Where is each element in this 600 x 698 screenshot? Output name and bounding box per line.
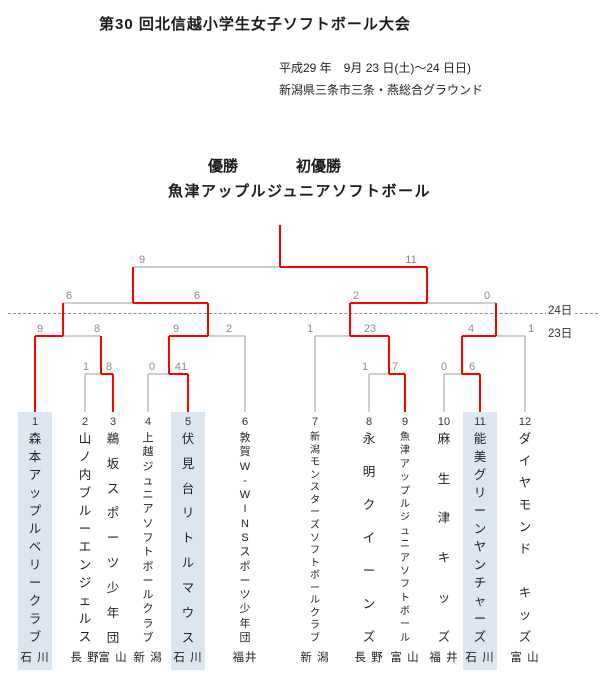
team-prefecture: 富 山 [510, 652, 540, 664]
team-name: 上越ジュニアソフトボールクラブ [142, 432, 154, 644]
event-venue: 新潟県三条市三条・燕総合グラウンド [279, 83, 484, 97]
team-column-9: 9 魚津アップルジュニアソフトボール富 山 [388, 412, 422, 670]
match-score: 7 [392, 361, 398, 373]
team-number: 6 [241, 416, 249, 428]
team-number: 1 [31, 416, 39, 428]
team-column-11: 11 能美グリーンヤンチャーズ石 川 [463, 412, 497, 670]
team-prefecture: 新 潟 [300, 652, 330, 664]
match-score: 6 [194, 290, 200, 302]
team-prefecture: 富 山 [98, 652, 128, 664]
match-score: 0 [441, 361, 447, 373]
team-column-10: 10 麻生津キッズ福 井 [427, 412, 461, 670]
team-prefecture: 石 川 [20, 652, 50, 664]
team-name: 鵜坂スポーツ少年団 [106, 432, 120, 645]
match-score: 4 [468, 323, 474, 335]
team-name: 山ノ内ブルーエンジェルス [78, 432, 92, 645]
team-number: 9 [401, 416, 409, 428]
team-column-5: 5 伏見台リトルマウス石 川 [171, 412, 205, 670]
match-score: 1 [362, 361, 368, 373]
team-name: 伏見台リトルマウス [181, 432, 195, 645]
team-prefecture: 石 川 [173, 652, 203, 664]
team-column-3: 3 鵜坂スポーツ少年団富 山 [96, 412, 130, 670]
team-prefecture: 福 井 [429, 652, 459, 664]
team-number: 10 [437, 416, 451, 428]
team-prefecture: 福井 [232, 652, 258, 664]
team-column-2: 2 山ノ内ブルーエンジェルス長 野 [68, 412, 102, 670]
team-name: 永明クイーンズ [362, 432, 376, 645]
event-date: 平成29 年 9月 23 日(土)～24 日日) [279, 61, 472, 75]
team-name: 能美グリーンヤンチャーズ [473, 432, 487, 645]
champion-team-name: 魚津アップルジュニアソフトボール [168, 183, 431, 200]
match-score: 9 [139, 254, 145, 266]
match-score: 6 [66, 290, 72, 302]
team-name: 麻生津キッズ [437, 432, 451, 645]
team-number: 3 [109, 416, 117, 428]
team-number: 5 [184, 416, 192, 428]
match-score: 1 [307, 323, 313, 335]
team-name: ダイヤモンド キッズ [518, 432, 532, 645]
champion-label: 優勝 [208, 158, 239, 175]
team-column-7: 7 新潟モンスターズソフトボールクラブ新 潟 [298, 412, 332, 670]
team-number: 2 [81, 416, 89, 428]
match-score: 8 [106, 361, 112, 373]
team-name: 新潟モンスターズソフトボールクラブ [310, 432, 320, 644]
team-column-12: 12 ダイヤモンド キッズ富 山 [508, 412, 542, 670]
match-score: 8 [94, 323, 100, 335]
team-column-4: 4 上越ジュニアソフトボールクラブ新 潟 [131, 412, 165, 670]
match-score: 2 [226, 323, 232, 335]
team-number: 12 [518, 416, 532, 428]
day-divider-dashed-line [8, 313, 598, 314]
team-name: 魚津アップルジュニアソフトボール [400, 432, 410, 644]
team-prefecture: 石 川 [465, 652, 495, 664]
match-score: 9 [173, 323, 179, 335]
match-score: 9 [37, 323, 43, 335]
match-score: 23 [364, 323, 376, 335]
page-title: 第30 回北信越小学生女子ソフトボール大会 [99, 16, 411, 33]
team-number: 11 [474, 416, 486, 428]
match-score: 0 [484, 290, 490, 302]
team-column-1: 1 森本アップルベリークラブ石 川 [18, 412, 52, 670]
match-score: 1 [528, 323, 534, 335]
match-score: 2 [353, 290, 359, 302]
team-number: 8 [365, 416, 373, 428]
first-victory-label: 初優勝 [296, 158, 342, 175]
team-prefecture: 新 潟 [133, 652, 163, 664]
team-prefecture: 富 山 [390, 652, 420, 664]
match-score: 1 [83, 361, 89, 373]
match-score: 41 [175, 361, 187, 373]
team-number: 7 [311, 416, 319, 428]
team-number: 4 [144, 416, 152, 428]
match-score: 11 [405, 254, 416, 266]
day-label-24: 24日 [546, 302, 575, 318]
team-name: 森本アップルベリークラブ [28, 432, 42, 645]
match-score: 6 [469, 361, 475, 373]
day-label-23: 23日 [546, 325, 575, 341]
team-prefecture: 長 野 [354, 652, 384, 664]
match-score: 0 [149, 361, 155, 373]
team-column-8: 8 永明クイーンズ長 野 [352, 412, 386, 670]
team-prefecture: 長 野 [70, 652, 100, 664]
